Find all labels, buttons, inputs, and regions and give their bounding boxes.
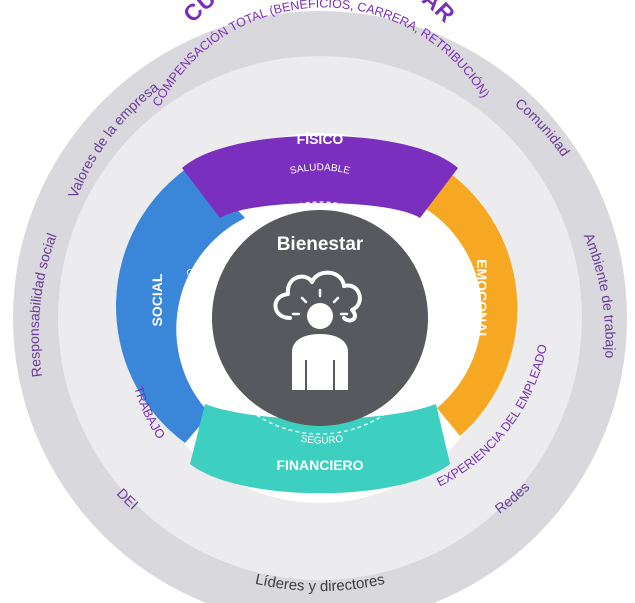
segments-ring [116,135,518,494]
segment-fisico [182,135,458,218]
segment-emocional [410,163,518,436]
segment-financiero-label: FINANCIERO [276,457,363,473]
person-idea-icon [273,270,362,390]
segment-emocional-sub: EQUILIBRADO [445,266,456,335]
segment-emocional-label: EMOCONAL [474,259,490,341]
segment-social [116,164,245,443]
center-label: Bienestar [277,234,364,255]
segment-social-sub: CONECTADO [186,268,197,331]
segment-fisico-label: FÍSICO [297,131,344,147]
segment-financiero-sub: SEGURO [300,434,344,447]
segment-social-label: SOCIAL [149,273,165,326]
segment-financiero [190,404,450,494]
dashed-inner-circle [203,201,437,435]
segment-fisico-sub: SALUDABLE [289,162,351,177]
